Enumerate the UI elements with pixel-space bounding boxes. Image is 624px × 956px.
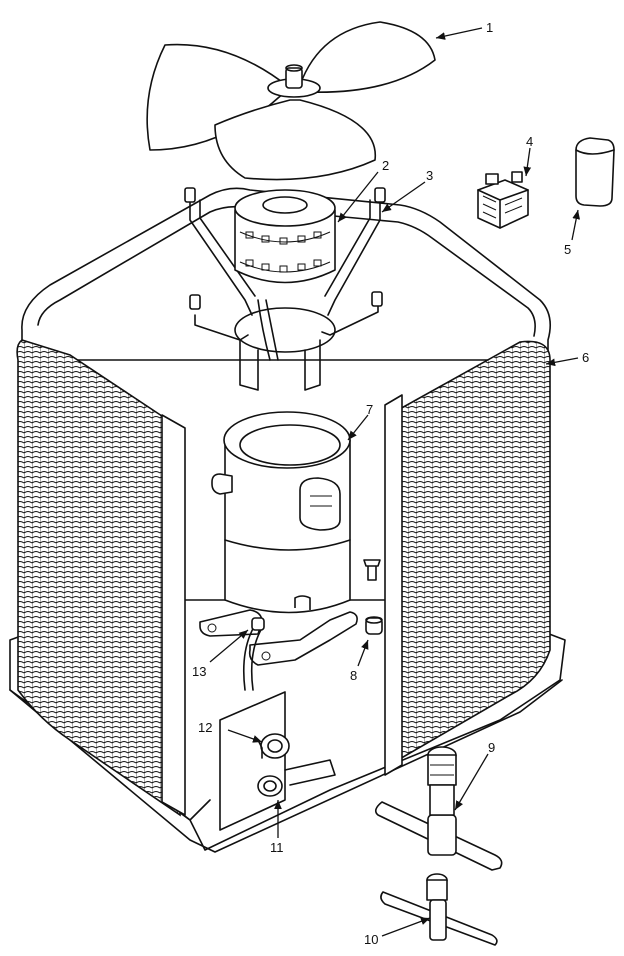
callout-13: 13 <box>192 664 206 679</box>
callout-12: 12 <box>198 720 212 735</box>
callout-9: 9 <box>488 740 495 755</box>
callout-labels: 1 2 3 4 5 6 7 8 9 10 11 12 13 <box>192 20 589 947</box>
suction-line-valve <box>257 733 290 759</box>
valve-panel <box>219 691 336 831</box>
fan-motor <box>234 189 336 284</box>
callout-1: 1 <box>486 20 493 35</box>
service-valve-10 <box>380 873 498 946</box>
callout-6: 6 <box>582 350 589 365</box>
callout-4: 4 <box>526 134 533 149</box>
condenser-coil-right <box>384 340 551 776</box>
callout-7: 7 <box>366 402 373 417</box>
bolt <box>374 187 386 203</box>
compressor <box>199 411 358 666</box>
callout-10: 10 <box>364 932 378 947</box>
bolt <box>371 291 383 307</box>
leader-lines <box>209 27 581 937</box>
service-valve-9 <box>374 746 503 871</box>
callout-3: 3 <box>426 168 433 183</box>
liquid-line-valve <box>257 775 283 797</box>
condenser-coil-left <box>16 339 186 817</box>
callout-5: 5 <box>564 242 571 257</box>
callout-11: 11 <box>270 840 284 855</box>
motor-mount <box>184 187 386 391</box>
callout-8: 8 <box>350 668 357 683</box>
callout-2: 2 <box>382 158 389 173</box>
capacitor <box>575 137 615 207</box>
bolt <box>184 187 196 203</box>
bolt <box>189 294 201 310</box>
contactor <box>477 171 529 229</box>
grommet <box>363 559 383 635</box>
fan-blade <box>146 21 436 181</box>
tubing <box>242 617 265 691</box>
